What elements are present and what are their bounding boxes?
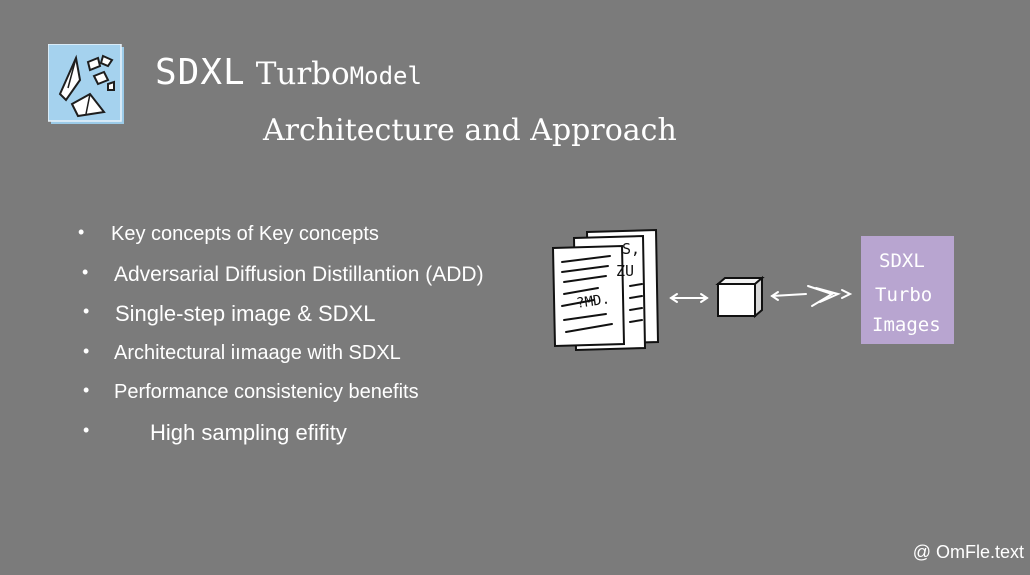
bullet-text: Performance consistenicy benefits bbox=[114, 381, 419, 403]
output-line-3: Images bbox=[872, 314, 941, 336]
doc-scribble: ?MD. bbox=[575, 291, 611, 312]
bullet-dot: • bbox=[82, 262, 89, 282]
bullet-text: High sampling efifity bbox=[150, 420, 347, 445]
doc-scribble: S, bbox=[622, 240, 640, 258]
doc-scribble: ZU bbox=[616, 262, 634, 280]
documents-icon: S, ZU ?MD. bbox=[551, 228, 660, 352]
pipeline-diagram: S, ZU ?MD. SDXL Turbo Imag bbox=[551, 228, 954, 352]
crystal-logo-icon bbox=[48, 44, 124, 124]
bullet-text: Key concepts of Key concepts bbox=[111, 223, 379, 245]
output-box: SDXL Turbo Images bbox=[861, 236, 954, 344]
bullet-text: Architectural iımaage with SDXL bbox=[114, 342, 401, 364]
bullet-dot: • bbox=[83, 301, 90, 321]
bullet-text: Single-step image & SDXL bbox=[115, 301, 376, 326]
slide-subtitle: Architecture and Approach bbox=[263, 113, 677, 148]
double-arrow-icon bbox=[669, 293, 709, 303]
output-line-1: SDXL bbox=[879, 250, 925, 272]
bullet-dot: • bbox=[83, 420, 90, 440]
title-model: Model bbox=[349, 62, 422, 90]
title-main: SDXL bbox=[155, 52, 246, 93]
bullet-dot: • bbox=[83, 380, 90, 400]
cube-icon bbox=[715, 275, 765, 319]
bullet-text: Adversarial Diffusion Distillantion (ADD… bbox=[114, 263, 484, 286]
output-line-2: Turbo bbox=[875, 284, 932, 306]
sparkle-arrow-icon bbox=[770, 285, 853, 307]
bullet-dot: • bbox=[78, 222, 85, 242]
title-turbo: Turbo bbox=[255, 56, 350, 92]
watermark: @ OmFle.text bbox=[912, 542, 1024, 562]
bullet-dot: • bbox=[83, 341, 90, 361]
